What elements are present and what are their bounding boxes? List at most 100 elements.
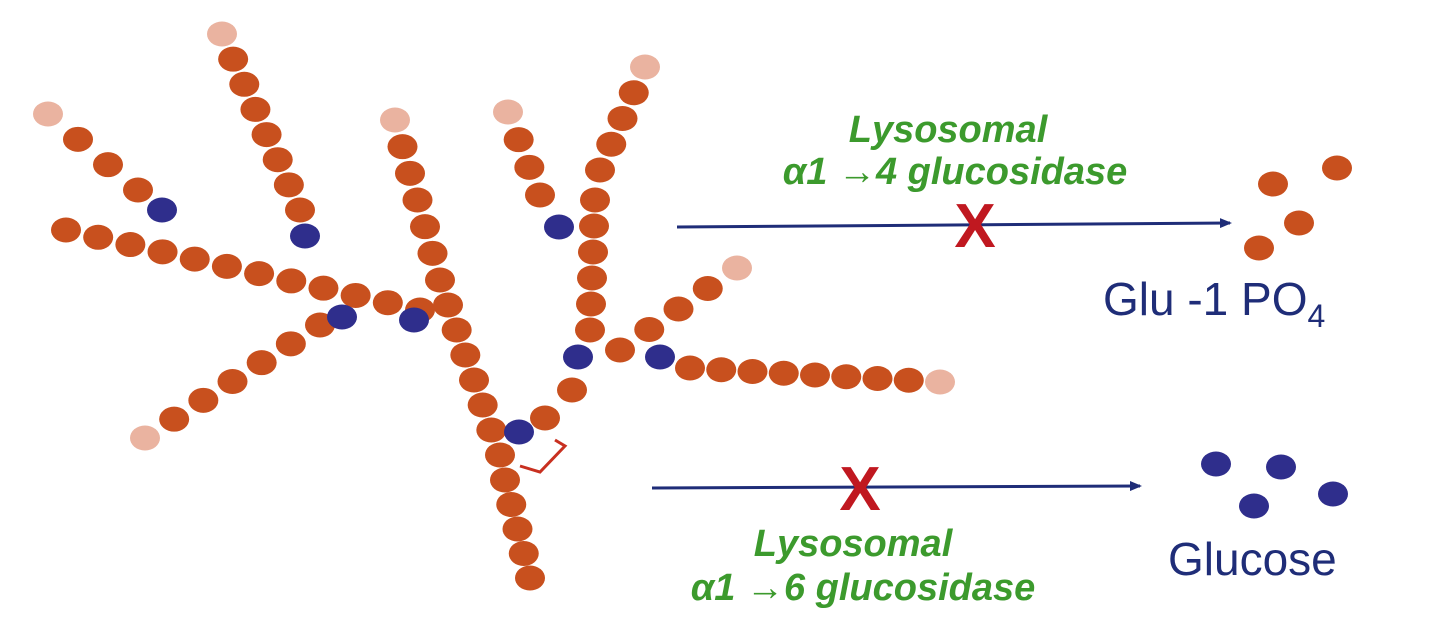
glucose-residue (485, 442, 515, 468)
glucose-1-phosphate-molecule (1284, 210, 1314, 236)
glucose-residue (490, 467, 520, 493)
subscript-4: 4 (1308, 298, 1326, 334)
glucose-residue (240, 96, 271, 122)
branch-point-glucose (504, 419, 534, 445)
branch-point-glucose (645, 344, 675, 370)
arrow-alpha-1-6 (651, 481, 1142, 492)
glucose-residue (618, 80, 649, 106)
glucose-residue (83, 224, 114, 250)
glucose-residue (51, 217, 81, 243)
glucose-residue (425, 267, 455, 293)
glucose-residue (579, 213, 609, 239)
glucose-residue (692, 276, 723, 301)
glycogen-molecule (33, 21, 955, 591)
non-reducing-end-glucose (33, 101, 63, 127)
glucose-residue (634, 317, 665, 342)
glucose-residue (503, 127, 534, 153)
non-reducing-end-glucose (380, 107, 410, 133)
glucose-residue (450, 342, 481, 368)
glucose-residue (605, 337, 635, 363)
glucose-residue (459, 367, 489, 393)
non-reducing-end-glucose (207, 21, 237, 47)
glucose-residue (737, 359, 768, 384)
glucose-residue (402, 187, 433, 213)
glucose-residue (275, 331, 306, 357)
glucose-residue (577, 265, 607, 291)
glucose-1-phosphate-molecule (1258, 171, 1288, 197)
glucose-residue (502, 516, 533, 542)
non-reducing-end-glucose (130, 425, 160, 451)
glucose-residue (831, 364, 862, 390)
glucose-residue (800, 362, 830, 388)
glucose-residue (768, 360, 799, 386)
glucose-residue (229, 71, 260, 97)
glucose-1-phosphate-molecules (1244, 155, 1352, 261)
glucose-residue (123, 177, 153, 203)
enzyme-alpha-1-6-line1: Lysosomal (754, 523, 954, 565)
glucose-1-phosphate-molecule (1322, 155, 1352, 181)
glucose-residue (251, 122, 282, 148)
glucose-residue (862, 366, 893, 391)
glucose-residue (387, 134, 418, 160)
glucose-residue (410, 214, 440, 240)
free-glucose-molecule (1266, 454, 1296, 480)
block-x-alpha-1-6: X (839, 455, 880, 524)
branch-point-glucose (563, 344, 593, 370)
block-x-alpha-1-4: X (954, 192, 995, 261)
glucose-residue (578, 239, 608, 265)
glucose-residue (508, 541, 539, 566)
non-reducing-end-glucose (925, 369, 955, 395)
glucose-residue (467, 392, 498, 418)
branch-point-glucose (327, 304, 357, 330)
glucose-1-phosphate-molecule (1244, 235, 1274, 261)
glucose-residue (395, 160, 425, 186)
glucose-residue (496, 492, 527, 517)
free-glucose-molecules (1201, 451, 1348, 519)
enzyme-alpha-1-6-line2: α1 →6 glucosidase (691, 567, 1036, 609)
glucose-residue (246, 350, 277, 376)
glucose-residue (276, 268, 307, 294)
glucose-residue (525, 182, 555, 208)
glucose-residue (607, 106, 638, 131)
glucose-residue (515, 565, 545, 591)
branch-bracket (519, 438, 568, 474)
glucose-residue (576, 291, 606, 317)
glucose-residue (147, 239, 178, 265)
glucose-residue (308, 275, 339, 301)
glucose-residue (188, 387, 219, 413)
glucose-residue (340, 282, 371, 308)
glucose-residue (211, 253, 242, 279)
non-reducing-end-glucose (630, 54, 660, 80)
glucose-residue (262, 147, 293, 173)
glucose-residue (218, 46, 249, 72)
glucose-residue (585, 157, 615, 183)
glucose-residue (663, 296, 694, 322)
glucose-residue (596, 131, 627, 157)
glucose-residue (179, 246, 210, 272)
glucose-residue (476, 417, 507, 443)
product-glucose-1-phosphate-label: Glu -1 PO4 (1103, 273, 1325, 334)
arrow-alpha-1-4 (676, 218, 1232, 229)
free-glucose-molecule (1318, 481, 1348, 507)
branch-point-glucose (544, 214, 574, 240)
glucose-residue (557, 377, 587, 403)
branch-point-glucose (290, 223, 320, 249)
glucose-residue (372, 290, 403, 316)
glucose-residue (285, 197, 315, 223)
glucose-residue (159, 406, 190, 432)
non-reducing-end-glucose (722, 255, 752, 281)
glucose-residue (217, 369, 248, 394)
glucose-residue (273, 172, 304, 198)
glucose-residue (417, 240, 448, 266)
glucose-residue (115, 232, 146, 258)
glucose-residue (93, 152, 123, 178)
glucose-residue (893, 367, 924, 393)
glucose-residue (530, 405, 560, 431)
glucose-residue (580, 187, 610, 213)
glucose-residue (433, 292, 463, 318)
glucose-residue (244, 261, 275, 287)
branch-point-glucose (399, 307, 429, 333)
non-reducing-end-glucose (493, 99, 523, 125)
product-glucose-label: Glucose (1168, 533, 1337, 585)
